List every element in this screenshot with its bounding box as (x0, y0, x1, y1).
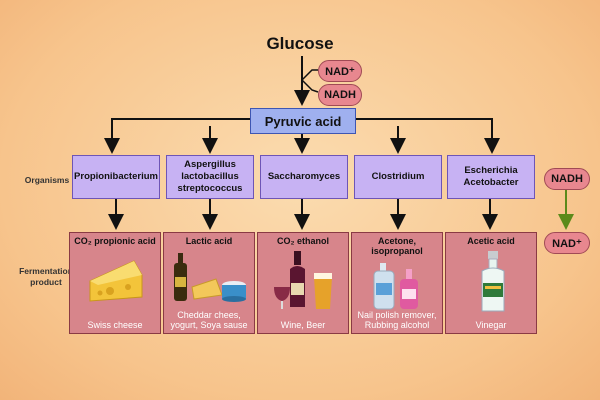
glucose-title: Glucose (266, 34, 334, 53)
cheese-wedge-icon (89, 260, 143, 302)
wine-beer-icon (274, 251, 332, 309)
product-title: Acetic acid (467, 236, 515, 246)
product-examples: Nail polish remover, Rubbing alcohol (357, 310, 437, 330)
product-title: CO₂ propionic acid (74, 236, 156, 246)
organisms-label: Organisms (24, 175, 70, 185)
organism-box-escherichia: Escherichia Acetobacter (447, 155, 535, 199)
vinegar-bottle-icon (481, 251, 505, 312)
product-box-ethanol: CO₂ ethanol Wine, Beer (257, 232, 349, 334)
organism-label: Saccharomyces (267, 171, 341, 182)
nad-plus-regeneration-pill: NAD⁺ (544, 232, 590, 254)
organism-box-saccharomyces: Saccharomyces (260, 155, 348, 199)
organism-box-propionibacterium: Propionibacterium (72, 155, 160, 199)
pyruvic-acid-box: Pyruvic acid (250, 108, 356, 134)
organism-label: Escherichia Acetobacter (463, 165, 519, 188)
product-title: CO₂ ethanol (276, 236, 329, 246)
nadh-pill: NADH (318, 84, 362, 106)
product-examples: Cheddar chees, yogurt, Soya sause (170, 310, 248, 330)
product-box-swiss-cheese: CO₂ propionic acid Swiss cheese (69, 232, 161, 334)
product-examples: Swiss cheese (87, 320, 143, 330)
product-box-lactic-acid: Lactic acid Cheddar chees, yogurt, Soya … (163, 232, 255, 334)
organism-box-aspergillus: Aspergillus lactobacillus streptococcus (166, 155, 254, 199)
product-box-acetone: Acetone, isopropanol Nail polish remover… (351, 232, 443, 334)
nad-plus-pill: NAD⁺ (318, 60, 362, 82)
nadh-regeneration-pill: NADH (544, 168, 590, 190)
organism-label: Clostridium (371, 171, 425, 182)
product-examples: Vinegar (475, 320, 507, 330)
product-title: Lactic acid (185, 236, 233, 246)
soy-sauce-cheese-yogurt-icon (174, 253, 246, 302)
fermentation-product-label: Fermentation product (19, 266, 73, 287)
product-title: Acetone, isopropanol (371, 236, 423, 256)
organism-box-clostridium: Clostridium (354, 155, 442, 199)
product-examples: Wine, Beer (280, 320, 326, 330)
product-box-acetic-acid: Acetic acid Vinegar (445, 232, 537, 334)
organism-label: Aspergillus lactobacillus streptococcus (177, 159, 243, 194)
remover-bottles-icon (373, 263, 418, 310)
organism-label: Propionibacterium (74, 171, 158, 182)
